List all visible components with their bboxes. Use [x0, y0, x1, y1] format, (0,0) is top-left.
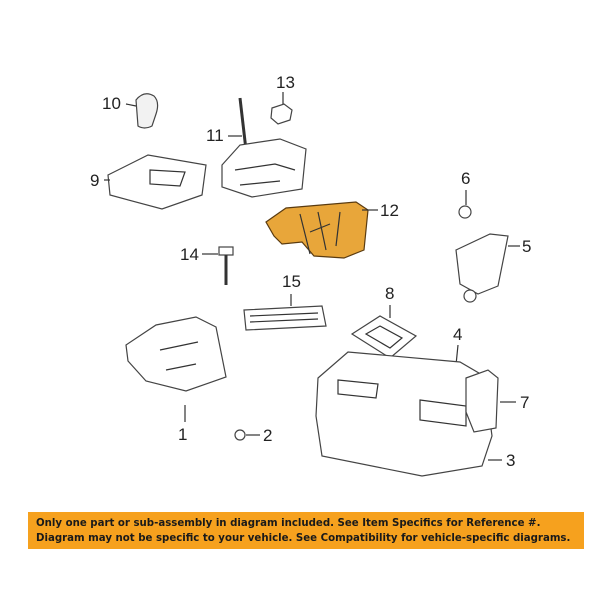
callout-3: 3	[506, 451, 516, 470]
part-10-shift-knob	[125, 93, 159, 129]
part-9-bezel	[104, 154, 207, 210]
part-13-clip	[270, 92, 293, 125]
callout-5: 5	[522, 237, 532, 256]
callout-8: 8	[385, 284, 395, 303]
callout-2: 2	[263, 426, 273, 445]
part-14-bolt	[202, 246, 234, 285]
part-2-screw	[234, 429, 260, 441]
part-6-push-pin	[458, 190, 472, 219]
part-12-bracket	[265, 201, 378, 259]
callout-11: 11	[206, 126, 224, 145]
callout-10: 10	[102, 94, 121, 113]
callout-7: 7	[520, 393, 530, 412]
part-3-console	[315, 351, 502, 477]
part-11-shifter	[221, 97, 307, 198]
callout-15: 15	[282, 272, 301, 291]
part-7-lid	[465, 369, 516, 433]
part-15-module	[243, 294, 327, 331]
disclaimer-banner: Only one part or sub-assembly in diagram…	[28, 512, 584, 549]
callout-9: 9	[90, 171, 100, 190]
callout-1: 1	[178, 425, 188, 444]
callout-13: 13	[276, 73, 295, 92]
disclaimer-line-2: Diagram may not be specific to your vehi…	[36, 532, 571, 544]
part-1-console-end	[125, 316, 227, 422]
part-5-bracket	[455, 233, 520, 303]
disclaimer-line-1: Only one part or sub-assembly in diagram…	[36, 517, 541, 529]
callout-6: 6	[461, 169, 471, 188]
callout-4: 4	[453, 325, 463, 344]
callout-14: 14	[180, 245, 199, 264]
callout-12: 12	[380, 201, 399, 220]
part-8-mat	[350, 305, 418, 359]
